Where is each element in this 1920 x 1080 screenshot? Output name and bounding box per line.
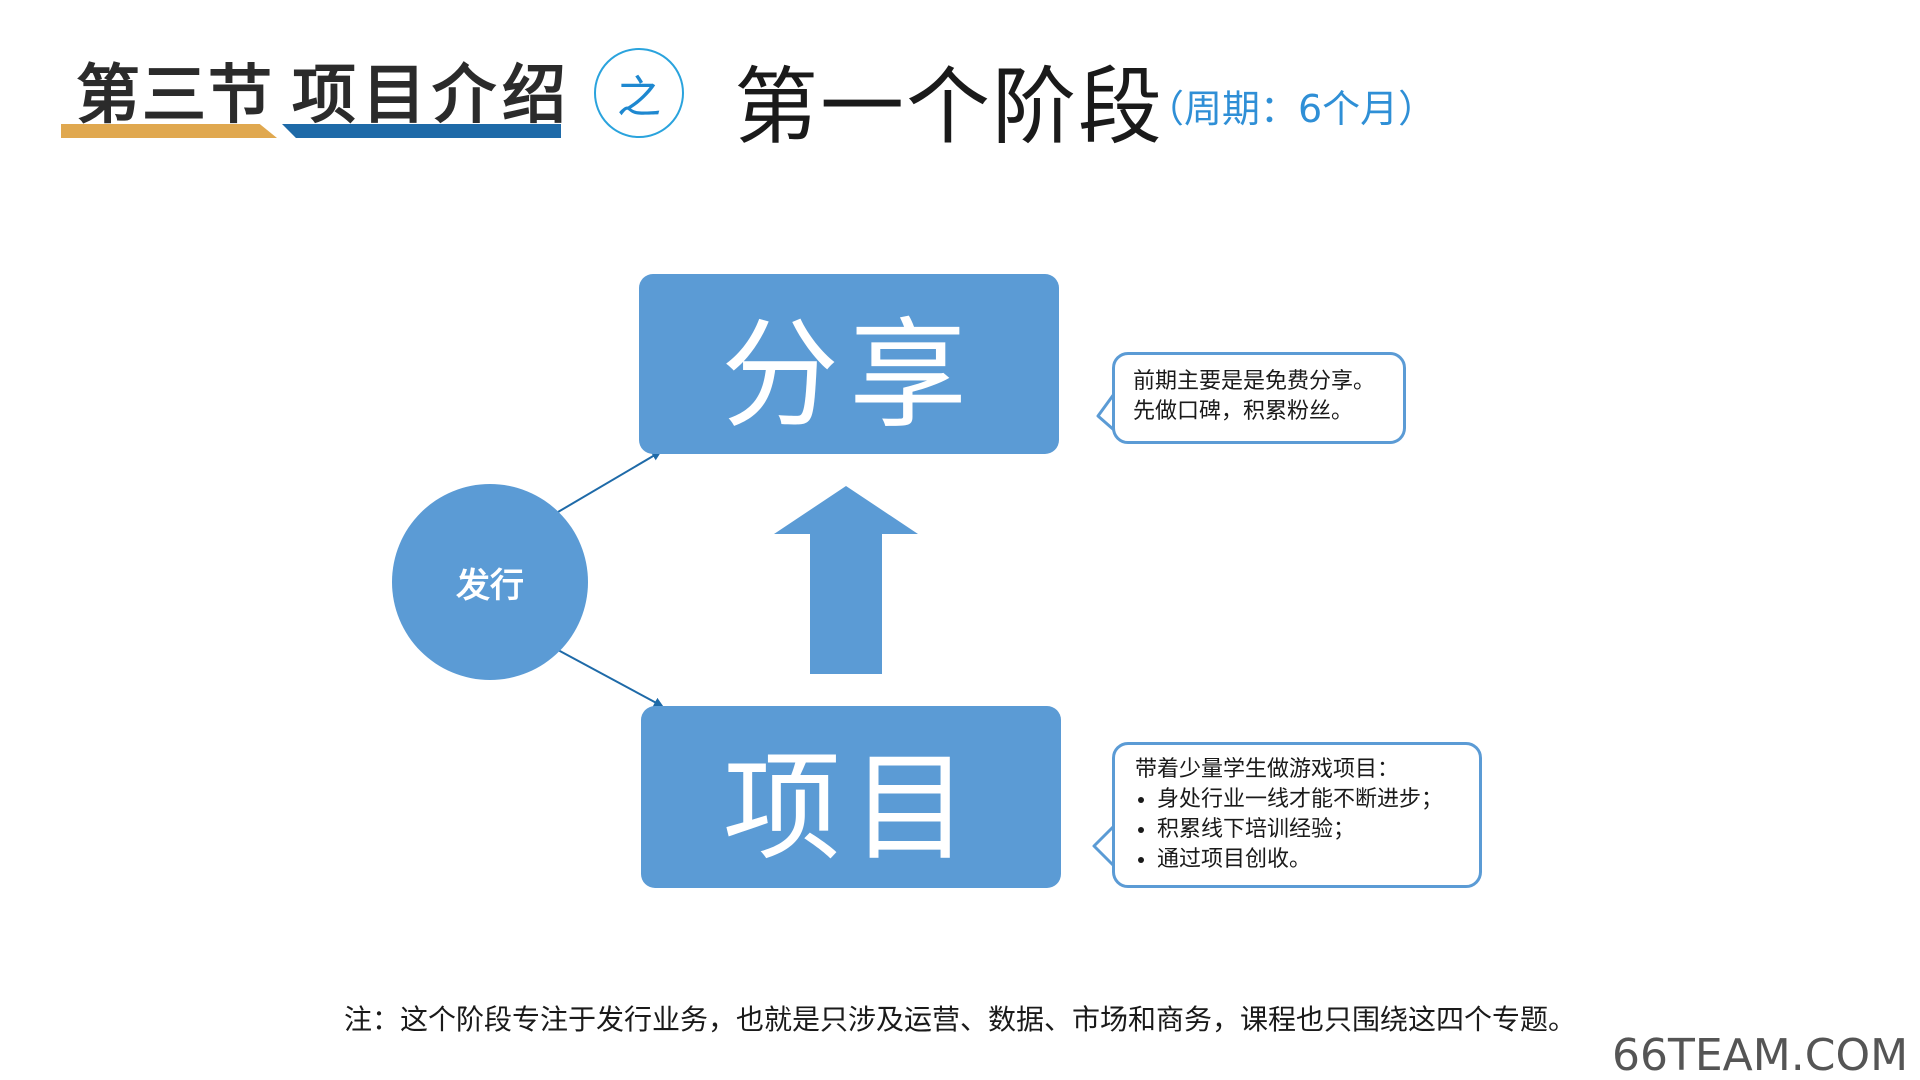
connector-to-share bbox=[557, 450, 662, 513]
list-item: 积累线下培训经验； bbox=[1157, 815, 1459, 845]
publish-circle: 发行 bbox=[392, 484, 588, 680]
project-callout: 带着少量学生做游戏项目： 身处行业一线才能不断进步； 积累线下培训经验； 通过项… bbox=[1112, 742, 1482, 888]
share-callout-line-2: 先做口碑，积累粉丝。 bbox=[1133, 399, 1354, 424]
project-callout-heading: 带着少量学生做游戏项目： bbox=[1135, 757, 1400, 782]
watermark: 66TEAM.COM bbox=[1612, 1030, 1909, 1080]
section-title: 项目介绍 bbox=[292, 59, 572, 133]
share-callout-line-1: 前期主要是是免费分享。 bbox=[1133, 369, 1376, 394]
period-label: （周期：6个月） bbox=[1146, 87, 1437, 131]
publish-circle-label: 发行 bbox=[456, 565, 524, 606]
project-callout-tail bbox=[1092, 824, 1116, 868]
share-callout: 前期主要是是免费分享。 先做口碑，积累粉丝。 bbox=[1112, 352, 1406, 444]
underline-blue bbox=[282, 124, 561, 138]
underline-orange bbox=[61, 124, 277, 138]
footer-note: 注：这个阶段专注于发行业务，也就是只涉及运营、数据、市场和商务，课程也只围绕这四… bbox=[343, 1003, 1576, 1036]
project-box: 项目 bbox=[641, 706, 1061, 888]
share-box-label: 分享 bbox=[720, 305, 977, 444]
project-callout-list: 身处行业一线才能不断进步； 积累线下培训经验； 通过项目创收。 bbox=[1135, 785, 1459, 875]
zhi-badge-icon: 之 bbox=[594, 48, 684, 138]
list-item: 通过项目创收。 bbox=[1157, 845, 1459, 875]
list-item: 身处行业一线才能不断进步； bbox=[1157, 785, 1459, 815]
connector-to-project bbox=[557, 649, 664, 707]
up-arrow-icon bbox=[774, 486, 918, 674]
stage-title: 第一个阶段 bbox=[734, 58, 1165, 156]
badge-char: 之 bbox=[617, 72, 661, 123]
project-box-label: 项目 bbox=[722, 738, 979, 877]
section-number: 第三节 bbox=[76, 59, 274, 133]
share-box: 分享 bbox=[639, 274, 1059, 454]
